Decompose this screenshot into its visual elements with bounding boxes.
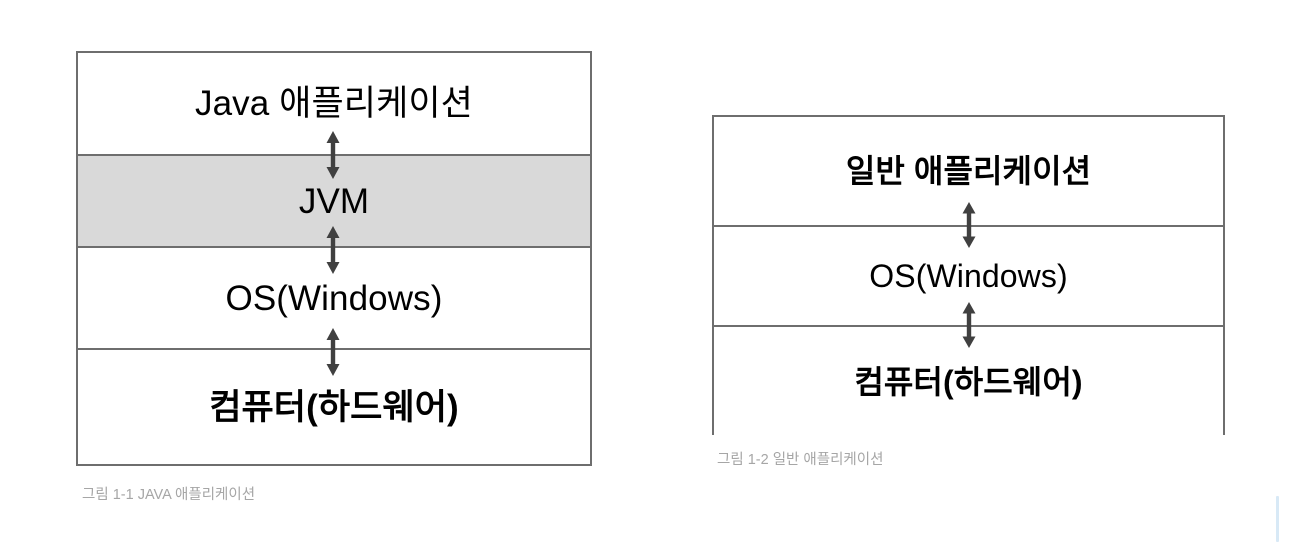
stack-layer-label: 컴퓨터(하드웨어): [209, 387, 459, 427]
stack-layer-label: 컴퓨터(하드웨어): [854, 364, 1083, 400]
stack-layer-java-application: Java 애플리케이션: [78, 53, 590, 156]
figure-caption-java-application: 그림 1-1 JAVA 애플리케이션: [82, 487, 256, 503]
stack-layer-computer-hardware: 컴퓨터(하드웨어): [714, 327, 1223, 437]
native-application-stack-diagram: 일반 애플리케이션 OS(Windows) 컴퓨터(하드웨어): [712, 115, 1225, 437]
stack-layer-os-windows: OS(Windows): [78, 248, 590, 350]
stack-layer-os-windows: OS(Windows): [714, 227, 1223, 327]
stack-layer-label: Java 애플리케이션: [195, 84, 473, 123]
stack-layer-general-application: 일반 애플리케이션: [714, 117, 1223, 227]
stack-layer-label: OS(Windows): [869, 258, 1068, 294]
stack-layer-computer-hardware: 컴퓨터(하드웨어): [78, 350, 590, 464]
text-cursor-caret: [1276, 496, 1279, 542]
java-application-stack-diagram: Java 애플리케이션 JVM OS(Windows) 컴퓨터(하드웨어): [76, 51, 592, 466]
figure-caption-general-application: 그림 1-2 일반 애플리케이션: [717, 452, 884, 468]
stack-layer-label: OS(Windows): [225, 278, 443, 318]
stack-layer-jvm: JVM: [78, 156, 590, 248]
stack-layer-label: 일반 애플리케이션: [845, 153, 1092, 189]
stack-layer-label: JVM: [298, 181, 370, 221]
